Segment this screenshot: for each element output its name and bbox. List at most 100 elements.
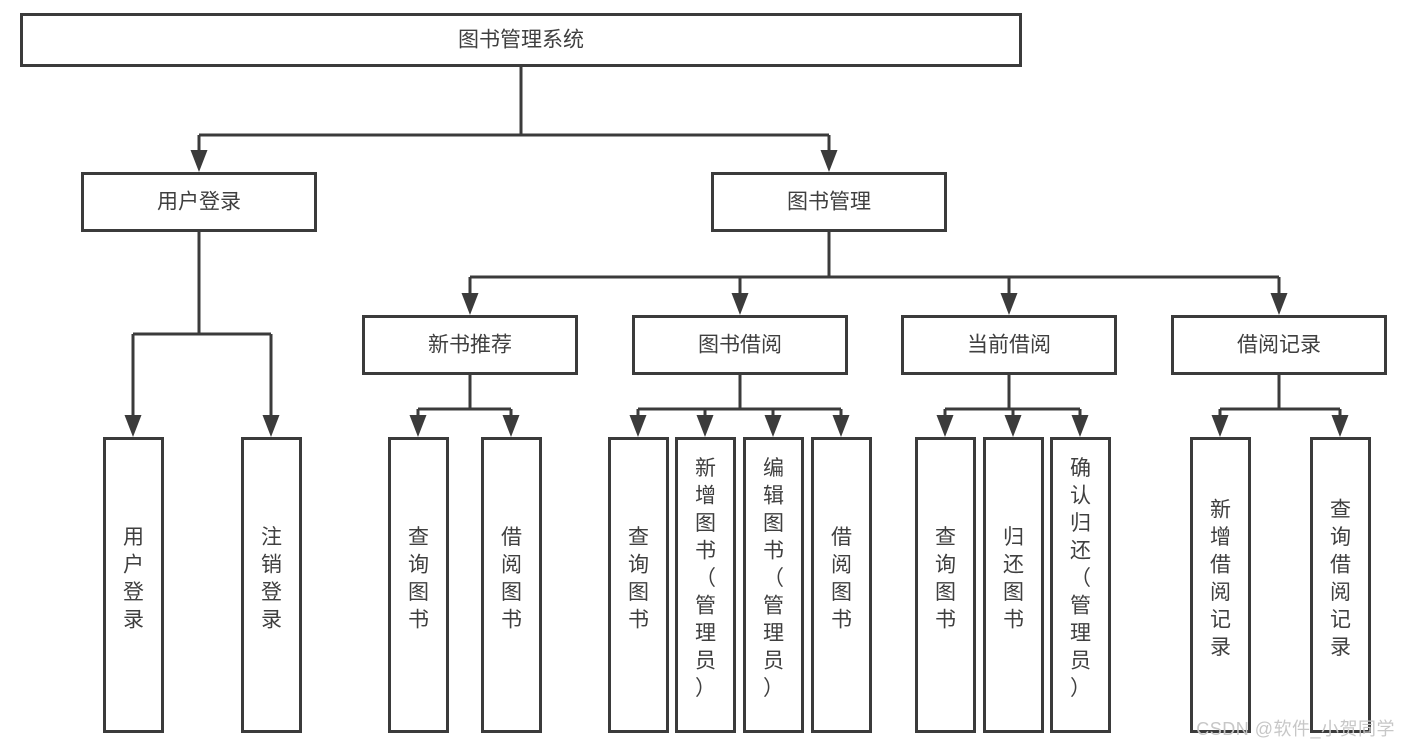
- node-label-char: 销: [261, 553, 282, 576]
- node-label-char: 查: [935, 526, 956, 549]
- node-label-char: 记: [1330, 608, 1351, 631]
- node-label-char: 书: [408, 608, 429, 631]
- node-box[interactable]: [20, 13, 1022, 67]
- node-leaf-query-book-cur[interactable]: 查询图书: [915, 437, 976, 733]
- connector-group-user-login: [124, 232, 280, 437]
- node-label-char: 图: [628, 581, 649, 604]
- node-label-char: 书: [628, 608, 649, 631]
- node-box[interactable]: [983, 437, 1044, 733]
- node-leaf-return-book[interactable]: 归还图书: [983, 437, 1044, 733]
- node-box[interactable]: [481, 437, 542, 733]
- node-label: 借阅图书: [831, 526, 852, 632]
- node-box[interactable]: [81, 172, 317, 232]
- connector-group-book-borrow: [629, 375, 850, 437]
- node-label-char: 员: [1070, 649, 1091, 672]
- node-box[interactable]: [103, 437, 164, 733]
- nodes-layer: 图书管理系统用户登录图书管理新书推荐图书借阅当前借阅借阅记录用户登录注销登录查询…: [20, 13, 1387, 733]
- node-box[interactable]: [1050, 437, 1111, 733]
- node-label-char: 借: [1330, 553, 1351, 576]
- node-label-char: （: [695, 567, 716, 590]
- node-label-char: 阅: [1210, 581, 1231, 604]
- node-label-char: ）: [695, 677, 716, 700]
- node-label-char: 阅: [1330, 581, 1351, 604]
- node-label-char: 图: [695, 512, 716, 535]
- arrow-head-icon: [1004, 415, 1022, 437]
- node-box[interactable]: [743, 437, 804, 733]
- node-label-char: 录: [123, 608, 144, 631]
- node-label-char: 管: [763, 594, 784, 617]
- node-book-borrow[interactable]: 图书借阅: [632, 315, 848, 375]
- arrow-head-icon: [409, 415, 427, 437]
- node-label-char: 编: [763, 457, 784, 480]
- connector-group-borrow-record: [1211, 375, 1349, 437]
- node-label-char: ）: [1070, 677, 1091, 700]
- node-leaf-borrow-book[interactable]: 借阅图书: [811, 437, 872, 733]
- node-current-borrow[interactable]: 当前借阅: [901, 315, 1117, 375]
- node-label-char: 还: [1003, 553, 1024, 576]
- connector-group-new-book-rec: [409, 375, 520, 437]
- node-label: 编辑图书（管理员）: [763, 457, 784, 700]
- node-leaf-query-book-borrow[interactable]: 查询图书: [608, 437, 669, 733]
- node-new-book-rec[interactable]: 新书推荐: [362, 315, 578, 375]
- node-label: 用户登录: [157, 191, 241, 214]
- arrow-head-icon: [764, 415, 782, 437]
- node-book-manage[interactable]: 图书管理: [711, 172, 947, 232]
- node-root[interactable]: 图书管理系统: [20, 13, 1022, 67]
- node-leaf-query-book-rec[interactable]: 查询图书: [388, 437, 449, 733]
- node-leaf-logout[interactable]: 注销登录: [241, 437, 302, 733]
- node-box[interactable]: [1310, 437, 1371, 733]
- node-box[interactable]: [388, 437, 449, 733]
- node-leaf-query-borrow-record[interactable]: 查询借阅记录: [1310, 437, 1371, 733]
- node-label: 图书管理系统: [458, 29, 584, 52]
- arrow-head-icon: [190, 150, 208, 172]
- node-box[interactable]: [608, 437, 669, 733]
- node-label-char: 增: [695, 484, 716, 507]
- node-label-char: 录: [261, 608, 282, 631]
- connector-group-book-manage: [461, 232, 1288, 315]
- arrow-head-icon: [820, 150, 838, 172]
- node-box[interactable]: [811, 437, 872, 733]
- node-box[interactable]: [901, 315, 1117, 375]
- node-label-char: 询: [408, 553, 429, 576]
- node-box[interactable]: [915, 437, 976, 733]
- node-label-char: 书: [501, 608, 522, 631]
- node-label-char: 书: [935, 608, 956, 631]
- node-label-char: 认: [1070, 484, 1091, 507]
- arrow-head-icon: [461, 293, 479, 315]
- node-label: 注销登录: [261, 526, 282, 632]
- node-box[interactable]: [711, 172, 947, 232]
- node-label-char: 询: [628, 553, 649, 576]
- node-label-char: 查: [628, 526, 649, 549]
- node-label: 新增图书（管理员）: [695, 457, 716, 700]
- node-box[interactable]: [241, 437, 302, 733]
- node-label-char: 借: [1210, 553, 1231, 576]
- node-label-char: 理: [695, 622, 716, 645]
- node-label-char: 书: [695, 539, 716, 562]
- node-label-char: 查: [408, 526, 429, 549]
- node-user-login[interactable]: 用户登录: [81, 172, 317, 232]
- node-label: 归还图书: [1003, 526, 1024, 632]
- arrow-head-icon: [502, 415, 520, 437]
- arrow-head-icon: [696, 415, 714, 437]
- node-box[interactable]: [675, 437, 736, 733]
- node-leaf-borrow-book-rec[interactable]: 借阅图书: [481, 437, 542, 733]
- node-box[interactable]: [1190, 437, 1251, 733]
- node-label-char: 借: [831, 526, 852, 549]
- node-borrow-record[interactable]: 借阅记录: [1171, 315, 1387, 375]
- node-leaf-user-login[interactable]: 用户登录: [103, 437, 164, 733]
- node-label-char: 借: [501, 526, 522, 549]
- node-box[interactable]: [1171, 315, 1387, 375]
- node-label-char: 阅: [501, 553, 522, 576]
- node-box[interactable]: [362, 315, 578, 375]
- node-leaf-edit-book[interactable]: 编辑图书（管理员）: [743, 437, 804, 733]
- node-box[interactable]: [632, 315, 848, 375]
- node-leaf-add-borrow-record[interactable]: 新增借阅记录: [1190, 437, 1251, 733]
- node-label-char: 图: [935, 581, 956, 604]
- arrow-head-icon: [1331, 415, 1349, 437]
- node-label: 确认归还（管理员）: [1070, 457, 1091, 700]
- node-leaf-add-book[interactable]: 新增图书（管理员）: [675, 437, 736, 733]
- arrow-head-icon: [832, 415, 850, 437]
- node-label-char: 理: [1070, 622, 1091, 645]
- node-label: 借阅记录: [1237, 334, 1321, 357]
- node-leaf-confirm-return[interactable]: 确认归还（管理员）: [1050, 437, 1111, 733]
